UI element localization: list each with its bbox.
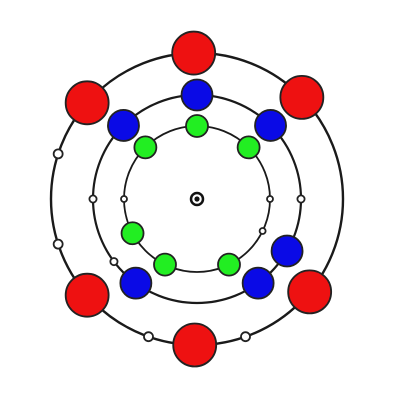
inner-ring-node-0 <box>120 195 128 203</box>
particles-layer <box>64 30 333 368</box>
outer-ring-red-particle-5 <box>64 272 110 318</box>
middle-ring-blue-particle-4 <box>241 266 275 300</box>
inner-ring-green-particle-2 <box>133 135 158 160</box>
outer-ring-red-particle-2 <box>279 75 325 120</box>
middle-ring-blue-particle-0 <box>180 78 214 112</box>
middle-ring-node-2 <box>109 257 119 267</box>
inner-ring-green-particle-0 <box>185 114 209 138</box>
inner-ring-green-particle-5 <box>217 252 241 277</box>
center-layer <box>189 191 205 207</box>
outer-ring-node-4 <box>52 238 64 250</box>
middle-ring-node-0 <box>88 194 98 204</box>
outer-ring-node-3 <box>52 148 64 160</box>
nucleus-core <box>194 196 200 202</box>
inner-ring-green-particle-3 <box>120 221 145 246</box>
outer-ring-red-particle-4 <box>172 322 218 368</box>
middle-ring-blue-particle-1 <box>254 109 287 142</box>
outer-ring-red-particle-0 <box>64 80 110 126</box>
inner-ring-green-particle-1 <box>236 135 261 160</box>
middle-ring-blue-particle-3 <box>119 266 153 300</box>
middle-ring-node-1 <box>296 194 306 204</box>
outer-ring-node-2 <box>240 331 251 343</box>
outer-ring-node-1 <box>143 331 154 343</box>
inner-ring-node-1 <box>266 195 274 203</box>
middle-ring-blue-particle-2 <box>107 109 140 142</box>
middle-ring-blue-particle-5 <box>270 234 304 268</box>
inner-ring-green-particle-4 <box>153 252 177 277</box>
nodes-layer <box>52 47 306 343</box>
outer-ring-red-particle-3 <box>287 269 333 315</box>
outer-ring-red-particle-1 <box>171 30 217 76</box>
inner-ring-node-2 <box>258 227 267 235</box>
